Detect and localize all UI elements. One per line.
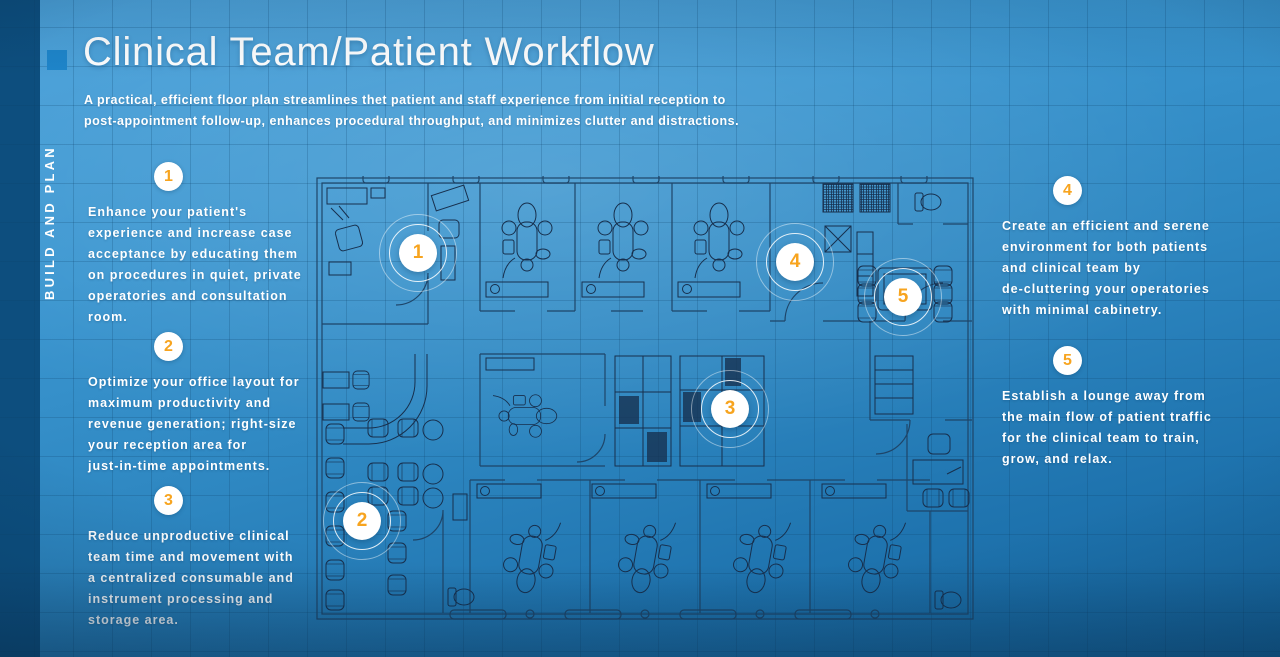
step-5-badge: 5 — [1053, 346, 1082, 375]
step-5-text: Establish a lounge away from the main fl… — [1002, 389, 1212, 466]
side-label: BUILD AND PLAN — [42, 145, 57, 300]
step-item-4: 4 Create an efficient and serene environ… — [1002, 176, 1232, 321]
plan-marker-3-number: 3 — [724, 398, 736, 419]
step-4-badge: 4 — [1053, 176, 1082, 205]
title-bullet-square — [47, 50, 67, 70]
step-item-1: 1 Enhance your patient's experience and … — [88, 162, 328, 328]
plan-marker-5: 5 — [864, 258, 942, 336]
step-item-5: 5 Establish a lounge away from the main … — [1002, 346, 1232, 470]
step-4-text: Create an efficient and serene environme… — [1002, 219, 1210, 317]
step-2-badge: 2 — [154, 332, 183, 361]
plan-marker-2-number: 2 — [356, 510, 368, 531]
plan-marker-1: 1 — [379, 214, 457, 292]
step-item-2: 2 Optimize your office layout for maximu… — [88, 332, 328, 477]
left-accent-stripe — [0, 0, 40, 657]
step-item-3: 3 Reduce unproductive clinical team time… — [88, 486, 328, 631]
plan-marker-4-number: 4 — [789, 251, 801, 272]
step-1-text: Enhance your patient's experience and in… — [88, 205, 302, 324]
plan-marker-1-number: 1 — [412, 242, 424, 263]
step-3-text: Reduce unproductive clinical team time a… — [88, 529, 294, 627]
plan-marker-3: 3 — [691, 370, 769, 448]
step-2-text: Optimize your office layout for maximum … — [88, 375, 300, 473]
step-1-badge: 1 — [154, 162, 183, 191]
plan-marker-5-number: 5 — [897, 286, 909, 307]
page-subtitle: A practical, efficient floor plan stream… — [84, 93, 740, 128]
step-3-badge: 3 — [154, 486, 183, 515]
plan-marker-4: 4 — [756, 223, 834, 301]
plan-marker-2: 2 — [323, 482, 401, 560]
page-title: Clinical Team/Patient Workflow — [83, 30, 655, 74]
plan-walls — [316, 176, 974, 620]
